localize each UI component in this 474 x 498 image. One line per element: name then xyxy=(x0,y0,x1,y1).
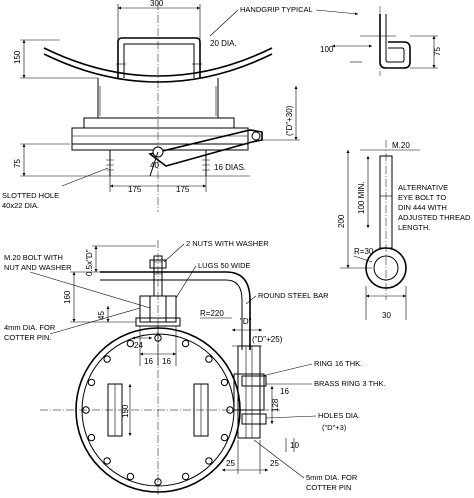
dim-150: 150 xyxy=(13,50,22,64)
nuts-label: 2 NUTS WITH WASHER xyxy=(186,239,269,248)
dim-plan-16b: 16 xyxy=(162,357,171,366)
alt-label-2: EYE BOLT TO xyxy=(398,193,446,202)
elevation-view: 300 150 20 DIA. xyxy=(2,0,359,212)
dim-175-right: 175 xyxy=(176,185,190,194)
dim-d-plus-30: ("D"+30) xyxy=(285,105,294,136)
dim-plan-d: "D" xyxy=(240,317,252,326)
eye-bolt-detail: M.20 100 MIN. 200 R=30 30 ALTERNATIVE EY… xyxy=(337,140,471,320)
cotter4-label-1: 4mm DIA. FOR xyxy=(4,323,56,332)
dim-100: 100 xyxy=(320,45,334,54)
dim-r30: R=30 xyxy=(354,247,374,256)
cotter5-label-1: 5mm DIA. FOR xyxy=(306,473,358,482)
round-steel-bar-outer xyxy=(100,271,251,350)
plan-view: 150 128 16 10 25 25 "D" xyxy=(4,239,386,496)
bolt-label-2: NUT AND WASHER xyxy=(4,263,72,272)
alt-label-5: LENGTH. xyxy=(398,223,431,232)
top-curved-bar-upper xyxy=(43,47,273,77)
dim-200: 200 xyxy=(337,214,346,228)
dim-40: 40 xyxy=(150,161,159,170)
holes-label-1: HOLES DIA. xyxy=(318,411,360,420)
handgrip-loop xyxy=(117,37,201,78)
dim-plan-25b: 25 xyxy=(270,459,279,468)
slotted-hole-label-2: 40x22 DIA. xyxy=(2,201,39,210)
alt-label-4: ADJUSTED THREAD xyxy=(398,213,471,222)
dim-plan-r220: R=220 xyxy=(200,309,224,318)
ring-label: RING 16 THK. xyxy=(314,359,362,368)
cover-flange xyxy=(83,117,235,129)
dim-plan-45: 45 xyxy=(97,311,106,320)
bolt-label-1: M.20 BOLT WITH xyxy=(4,253,63,262)
dim-300: 300 xyxy=(150,0,164,8)
handgrip-profile xyxy=(379,14,411,69)
dim-30: 30 xyxy=(382,311,391,320)
plan-bolt xyxy=(153,255,163,297)
eye-ring-inner xyxy=(373,255,399,281)
dim-175-left: 175 xyxy=(128,185,142,194)
round-steel-bar-inner xyxy=(100,279,243,350)
slotted-hole-label-1: SLOTTED HOLE xyxy=(2,191,59,200)
dim-handgrip-75: 75 xyxy=(433,47,442,56)
dim-plan-d25: ("D"+25) xyxy=(252,335,283,344)
dim-100-min: 100 MIN. xyxy=(357,182,366,214)
dim-plan-16a: 16 xyxy=(144,357,153,366)
dim-plan-10: 10 xyxy=(290,441,299,450)
alt-label-3: DIN 444 WITH xyxy=(398,203,447,212)
alt-label-1: ALTERNATIVE xyxy=(398,183,448,192)
cotter4-label-2: COTTER PIN. xyxy=(4,333,52,342)
cotter5-label-2: COTTER PIN xyxy=(306,483,351,492)
dim-plan-160: 160 xyxy=(63,290,72,304)
dim-plan-25a: 25 xyxy=(226,459,235,468)
handgrip-detail: 100 75 xyxy=(320,6,442,76)
holes-label-2: ("D"+3) xyxy=(322,423,347,432)
dim-plan-24: 24 xyxy=(134,341,143,350)
top-curved-bar-lower xyxy=(43,53,273,83)
lugs-label: LUGS 50 WIDE xyxy=(198,261,251,270)
round-bar-label: ROUND STEEL BAR xyxy=(258,291,329,300)
dim-plan-150: 150 xyxy=(121,404,130,418)
dim-plan-128: 128 xyxy=(271,398,280,412)
dim-16-dias: 16 DIAS. xyxy=(214,163,246,172)
dim-75: 75 xyxy=(13,159,22,168)
dim-m20: M.20 xyxy=(392,141,410,150)
dim-20-dia: 20 DIA. xyxy=(210,39,237,48)
dim-plan-16c: 16 xyxy=(280,387,289,396)
brass-ring-label: BRASS RING 3 THK. xyxy=(314,379,386,388)
dim-plan-05d: 0.5x"D" xyxy=(85,249,94,276)
handgrip-label: HANDGRIP TYPICAL xyxy=(240,5,313,14)
